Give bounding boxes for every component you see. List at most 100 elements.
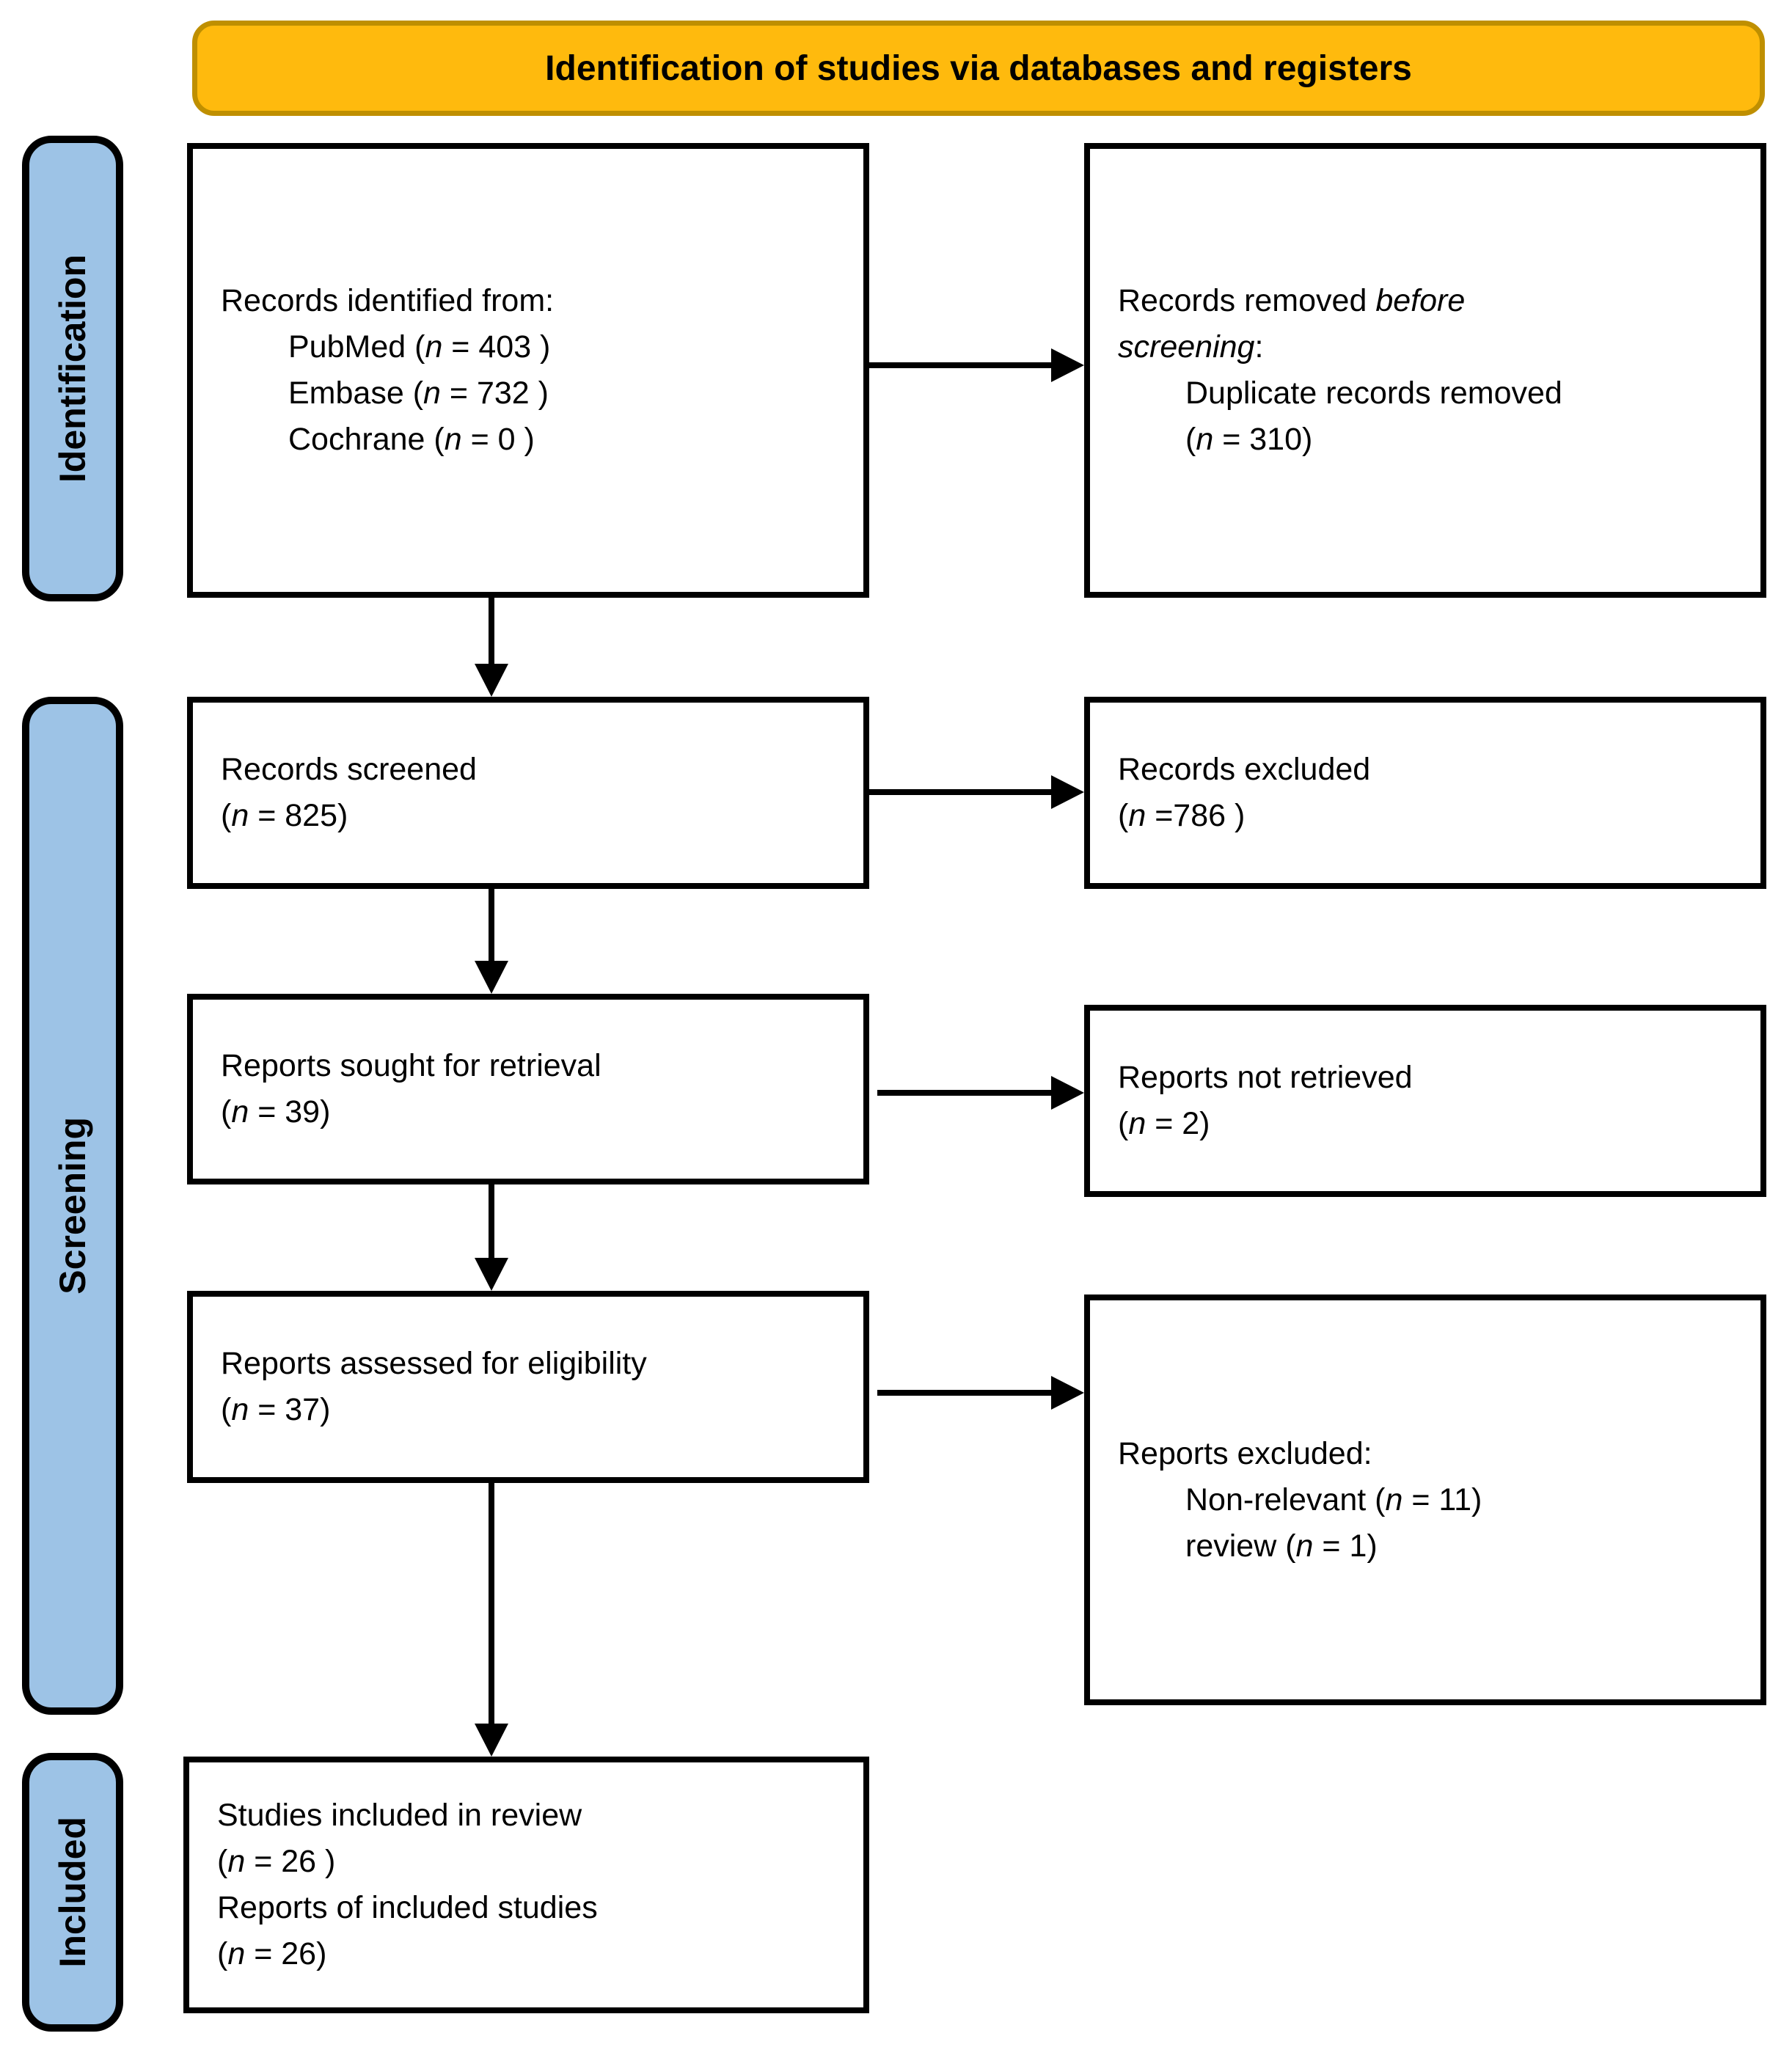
box-reports-assessed-for-eligibility: Reports assessed for eligibility (n = 37) [187,1291,869,1483]
text-line: (n = 39) [221,1089,846,1135]
text-run: n [1128,1106,1146,1141]
arrow-line [489,598,494,667]
arrow-head-right-icon [1051,775,1084,809]
arrow-head-right-icon [1051,348,1084,382]
text-run: ( [217,1844,228,1879]
text-run: ( [1118,798,1129,833]
text-line: Records removed before [1118,278,1743,324]
text-run: Records removed [1118,283,1376,318]
text-run: n [425,329,443,365]
arrow-line [877,1390,1055,1396]
text-run: ( [1118,1106,1129,1141]
arrow-head-down-icon [475,961,508,994]
text-run: Duplicate records removed [1185,376,1562,411]
stage-label-included: Included [22,1753,123,2032]
text-run: Studies included in review [217,1798,582,1833]
arrow-line [489,889,494,964]
text-line: Records screened [221,747,846,793]
text-run: =786 ) [1146,798,1246,833]
box-reports-sought-for-retrieval: Reports sought for retrieval (n = 39) [187,994,869,1184]
box-records-excluded: Records excluded(n =786 ) [1084,697,1766,889]
arrow-head-right-icon [1051,1376,1084,1410]
text-line: Reports assessed for eligibility [221,1341,846,1387]
box-studies-included-in-review: Studies included in review(n = 26 )Repor… [183,1757,869,2013]
text-line: (n = 37) [221,1387,846,1433]
text-line: (n = 310) [1118,417,1743,463]
arrow-line [869,362,1055,368]
text-run: = 37) [249,1392,331,1427]
text-run: ( [221,1094,232,1129]
arrow-head-down-icon [475,1724,508,1757]
text-line: Embase (n = 732 ) [221,370,846,417]
text-run: n [1295,1528,1314,1564]
arrow-line [489,1483,494,1727]
text-run: Embase ( [288,376,424,411]
arrow-line [489,1184,494,1261]
box-records-screened: Records screened (n = 825) [187,697,869,889]
text-line: screening: [1118,324,1743,370]
text-line: (n = 2) [1118,1101,1743,1147]
box-records-identified: Records identified from: PubMed (n = 403 … [187,143,869,598]
stage-label-identification: Identification [22,136,123,601]
text-line: Reports excluded: [1118,1431,1743,1477]
text-run: Records identified from: [221,283,555,318]
text-run: Non-relevant ( [1185,1482,1386,1517]
arrow-head-down-icon [475,1258,508,1291]
text-run: Cochrane ( [288,422,445,457]
text-line: (n = 26) [217,1931,846,1977]
stage-label-identification-text: Identification [52,254,93,483]
arrow-head-down-icon [475,664,508,697]
text-run: n [231,798,249,833]
text-run: = 403 ) [442,329,551,365]
text-run: = 26 ) [245,1844,336,1879]
text-run: = 11) [1402,1482,1482,1517]
text-line: (n = 26 ) [217,1839,846,1885]
text-run: Reports assessed for eligibility [221,1346,647,1381]
text-run: = 732 ) [440,376,549,411]
text-run: n [227,1936,246,1971]
text-run: n [1196,422,1214,457]
text-line: (n = 825) [221,793,846,839]
text-run: = 39) [249,1094,331,1129]
text-run: screening [1118,329,1255,365]
text-run: Reports not retrieved [1118,1060,1413,1095]
text-run: = 0 ) [461,422,535,457]
text-run: = 26) [245,1936,327,1971]
text-run: = 825) [249,798,348,833]
text-line: Duplicate records removed [1118,370,1743,417]
text-run: n [1385,1482,1403,1517]
text-line: review (n = 1) [1118,1523,1743,1570]
banner-title: Identification of studies via databases … [545,48,1412,88]
banner-identification-of-studies: Identification of studies via databases … [192,21,1765,116]
text-line: Reports not retrieved [1118,1055,1743,1101]
text-line: PubMed (n = 403 ) [221,324,846,370]
text-run: ( [217,1936,228,1971]
text-line: Reports sought for retrieval [221,1043,846,1089]
text-line: Studies included in review [217,1793,846,1839]
text-line: Reports of included studies [217,1885,846,1931]
text-run: : [1254,329,1264,365]
arrow-head-right-icon [1051,1076,1084,1110]
arrow-line [869,789,1055,795]
text-run: ( [221,1392,232,1427]
text-run: Reports excluded: [1118,1435,1372,1471]
text-run: ( [1185,422,1196,457]
arrow-line [877,1090,1055,1096]
text-run: n [227,1844,246,1879]
text-line: Records excluded [1118,747,1743,793]
text-run: n [231,1094,249,1129]
stage-label-screening: Screening [22,697,123,1715]
text-run: Reports sought for retrieval [221,1048,601,1083]
text-line: Non-relevant (n = 11) [1118,1477,1743,1523]
text-line: Records identified from: [221,278,846,324]
text-run: n [423,376,441,411]
stage-label-screening-text: Screening [52,1117,93,1295]
text-run: n [444,422,462,457]
text-line: Cochrane (n = 0 ) [221,417,846,463]
text-run: before [1375,283,1466,318]
text-run: review ( [1185,1528,1296,1564]
box-reports-not-retrieved: Reports not retrieved (n = 2) [1084,1005,1766,1197]
text-run: Records screened [221,752,477,787]
